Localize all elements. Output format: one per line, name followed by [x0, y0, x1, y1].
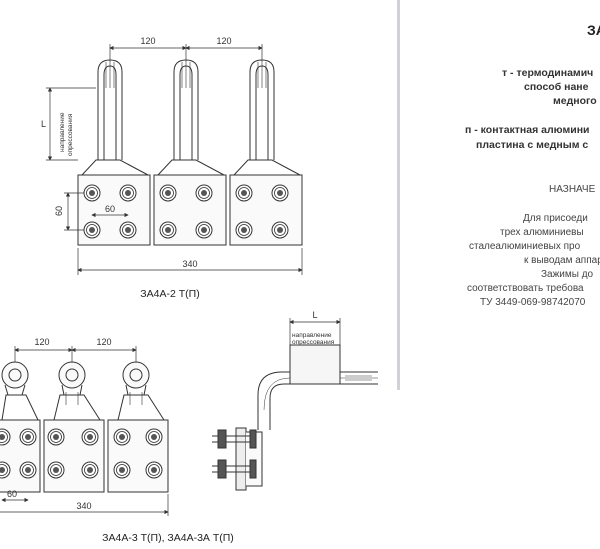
panel-title: ЗА — [587, 22, 600, 38]
panel-divider — [397, 0, 400, 390]
dimension-labels-side: L направление опрессования — [292, 310, 335, 346]
press-direction-side-2: опрессования — [292, 339, 335, 346]
caption-top: ЗА4А-2 Т(П) — [140, 288, 199, 300]
press-direction-label-2: опрессования — [67, 113, 74, 156]
purpose-line-7: ТУ 3449-069-98742070 — [480, 297, 586, 308]
purpose-line-6: соответствовать требова — [467, 283, 584, 294]
clamp-side-view — [212, 344, 378, 491]
dim-pitch-b-bottom: 120 — [96, 337, 111, 347]
legend-line-2: способ нане — [524, 81, 589, 93]
dim-hole-bottom: 60 — [7, 489, 17, 499]
legend-line-5: пластина с медным с — [476, 139, 589, 151]
legend-line-4: п - контактная алюмини — [465, 124, 590, 136]
dim-length-side: L — [312, 310, 317, 320]
purpose-line-2: трех алюминиевы — [500, 227, 584, 238]
press-direction-side-1: направление — [292, 332, 332, 339]
dim-pitch-b: 120 — [216, 36, 231, 46]
dim-pitch-a-bottom: 120 — [34, 337, 49, 347]
purpose-line-3: сталеалюминиевых про — [469, 241, 581, 252]
legend-line-1: т - термодинамич — [502, 67, 594, 79]
dimension-labels-top: 120 120 L направление опрессования 60 60… — [41, 36, 232, 300]
dim-length: L — [41, 119, 46, 129]
dim-total-bottom: 340 — [76, 501, 91, 511]
legend-line-3: медного — [553, 95, 597, 107]
purpose-line-5: Зажимы до — [541, 269, 594, 280]
purpose-line-1: Для присоеди — [523, 213, 588, 224]
dim-hole: 60 — [105, 204, 115, 214]
section-heading: НАЗНАЧЕ — [549, 184, 596, 195]
dim-height: 60 — [54, 206, 64, 216]
dimension-labels-bottom: 120 120 60 340 ЗА4А-3 Т(П), ЗА4А-3А Т(П) — [7, 337, 234, 544]
dim-total: 340 — [182, 259, 197, 269]
purpose-line-4: к выводам аппар — [524, 255, 600, 266]
clamp-drawing-top — [77, 59, 303, 246]
dimensions-bottom — [0, 346, 169, 516]
press-direction-label-1: направление — [59, 112, 66, 152]
dimensions-top — [46, 44, 303, 275]
dim-pitch-a: 120 — [140, 36, 155, 46]
caption-bottom: ЗА4А-3 Т(П), ЗА4А-3А Т(П) — [102, 532, 234, 544]
spec-panel: ЗА т - термодинамич способ нане медного … — [401, 0, 600, 390]
dimensions-side — [289, 318, 341, 346]
